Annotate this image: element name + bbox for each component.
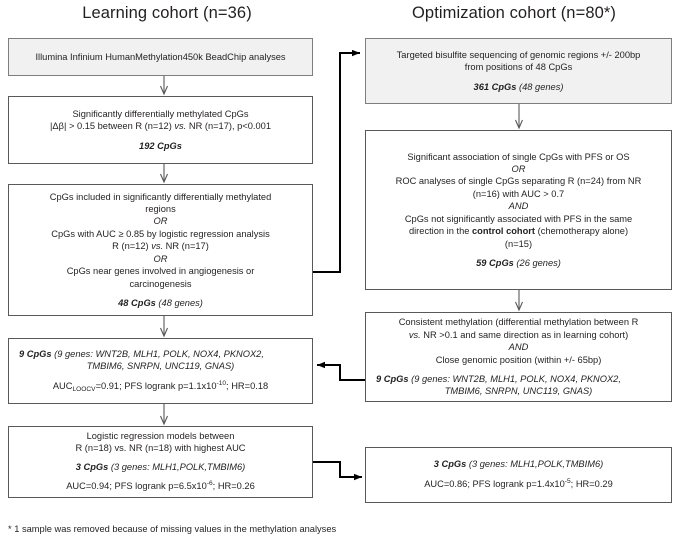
right-b2-line7: direction in the control cohort (chemoth… <box>408 226 629 237</box>
arrow-left48-to-right-sequencing <box>313 49 360 273</box>
left-b4-line2: TMBIM6, SNRPN, UNC119, GNAS) <box>86 361 235 372</box>
right-b2-or: OR <box>511 164 526 175</box>
right-b3-line2: vs. NR >0.1 and same direction as in lea… <box>408 329 629 340</box>
right-b2-line1: Significant association of single CpGs w… <box>407 151 630 162</box>
footnote-text: * 1 sample was removed because of missin… <box>8 524 337 534</box>
column-title-learning-cohort: Learning cohort (n=36) <box>82 4 252 22</box>
arrow-right-consistent-to-left-9cpgs <box>317 361 365 381</box>
right-b2-result: 59 CpGs (26 genes) <box>476 257 561 268</box>
left-b2-line2: |Δβ| > 0.15 between R (n=12) vs. NR (n=1… <box>49 121 272 132</box>
right-box-association-criteria[interactable]: Significant association of single CpGs w… <box>365 130 672 290</box>
left-b3-line4: CpGs with AUC ≥ 0.85 by logistic regress… <box>51 228 270 239</box>
right-box-3-cpgs-validation[interactable]: 3 CpGs (3 genes: MLH1,POLK,TMBIM6) AUC=0… <box>365 447 672 503</box>
left-b3-line7: CpGs near genes involved in angiogenesis… <box>66 266 255 277</box>
right-b4-result: 3 CpGs (3 genes: MLH1,POLK,TMBIM6) <box>433 459 604 470</box>
right-b3-and: AND <box>508 342 529 353</box>
left-b5-result: 3 CpGs (3 genes: MLH1,POLK,TMBIM6) <box>75 462 246 472</box>
left-b5-stats: AUC=0.94; PFS logrank p=6.5x10-6; HR=0.2… <box>66 479 255 491</box>
left-b3-line5: R (n=12) vs. NR (n=17) <box>112 241 209 252</box>
right-b1-line1: Targeted bisulfite sequencing of genomic… <box>396 49 641 60</box>
right-b1-line2: from positions of 48 CpGs <box>464 62 573 73</box>
left-b5-line2: R (n=18) vs. NR (n=18) with highest AUC <box>75 443 246 454</box>
right-box-targeted-sequencing[interactable]: Targeted bisulfite sequencing of genomic… <box>365 38 672 104</box>
left-b3-result: 48 CpGs (48 genes) <box>118 297 203 308</box>
right-b2-line3: ROC analyses of single CpGs separating R… <box>395 176 642 187</box>
arrow-left-3cpgs-to-right-3cpgs <box>313 461 362 481</box>
left-b3-or-2: OR <box>153 253 168 264</box>
left-b1-line1: Illumina Infinium HumanMethylation450k B… <box>35 51 286 62</box>
left-box-cpg-selection-criteria[interactable]: CpGs included in significantly different… <box>8 184 313 316</box>
column-title-optimization-cohort: Optimization cohort (n=80*) <box>411 4 616 22</box>
right-b2-line6: CpGs not significantly associated with P… <box>404 213 633 224</box>
left-b3-line8: carcinogenesis <box>129 278 192 289</box>
left-b4-stats: AUCLOOCV=0.91; PFS logrank p=1.1x10-10; … <box>52 379 269 393</box>
left-b2-line1: Significantly differentially methylated … <box>72 108 249 119</box>
left-b3-or-1: OR <box>153 216 168 227</box>
left-b4-line1: 9 CpGs (9 genes: WNT2B, MLH1, POLK, NOX4… <box>19 348 264 359</box>
right-b3-result-line2: TMBIM6, SNRPN, UNC119, GNAS) <box>444 386 593 397</box>
right-b2-line4: (n=16) with AUC > 0.7 <box>472 188 565 199</box>
right-box-consistent-methylation[interactable]: Consistent methylation (differential met… <box>365 312 672 402</box>
right-b3-line1: Consistent methylation (differential met… <box>398 317 639 328</box>
right-b3-line4: Close genomic position (within +/- 65bp) <box>435 354 602 365</box>
right-b4-stats: AUC=0.86; PFS logrank p=1.4x10-5; HR=0.2… <box>424 477 613 489</box>
left-b3-line1: CpGs included in significantly different… <box>49 191 272 202</box>
left-b2-result: 192 CpGs <box>139 140 182 151</box>
right-b2-and: AND <box>508 201 529 212</box>
right-b1-result: 361 CpGs (48 genes) <box>473 81 564 92</box>
right-b2-line8: (n=15) <box>504 238 533 249</box>
left-box-significant-cpgs[interactable]: Significantly differentially methylated … <box>8 96 313 164</box>
left-b3-line2: regions <box>145 204 176 215</box>
left-box-illumina-beadchip[interactable]: Illumina Infinium HumanMethylation450k B… <box>8 38 313 76</box>
right-b3-result: 9 CpGs (9 genes: WNT2B, MLH1, POLK, NOX4… <box>376 373 621 384</box>
left-box-9-cpgs[interactable]: 9 CpGs (9 genes: WNT2B, MLH1, POLK, NOX4… <box>8 338 313 404</box>
left-b5-line1: Logistic regression models between <box>86 431 235 441</box>
left-box-3-cpgs-model[interactable]: Logistic regression models between R (n=… <box>8 426 313 498</box>
